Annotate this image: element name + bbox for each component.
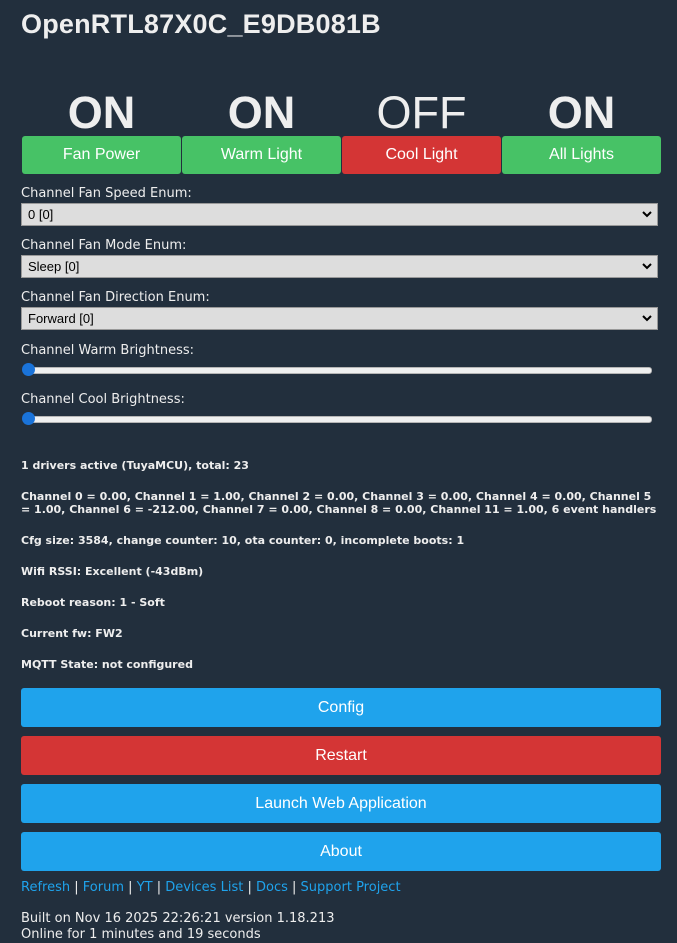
uptime-text: Online for 1 minutes and 19 seconds	[21, 927, 261, 942]
cool-brightness-label: Channel Cool Brightness:	[21, 392, 185, 407]
footer-links: Refresh | Forum | YT | Devices List | Do…	[21, 880, 660, 895]
fan-power-button[interactable]: Fan Power	[22, 136, 181, 174]
cool-light-button[interactable]: Cool Light	[342, 136, 501, 174]
fan-power-state: ON	[67, 87, 136, 138]
drivers-info: 1 drivers active (TuyaMCU), total: 23	[21, 459, 249, 472]
toggle-warm-light: ON Warm Light	[182, 90, 341, 174]
about-button[interactable]: About	[21, 832, 661, 871]
page-title: OpenRTL87X0C_E9DB081B	[21, 9, 381, 39]
mqtt-info: MQTT State: not configured	[21, 658, 193, 671]
support-project-link[interactable]: Support Project	[300, 880, 401, 895]
toggle-fan-power: ON Fan Power	[22, 90, 181, 174]
toggle-all-lights: ON All Lights	[502, 90, 661, 174]
fan-speed-label: Channel Fan Speed Enum:	[21, 186, 192, 201]
link-separator: |	[128, 880, 133, 895]
docs-link[interactable]: Docs	[255, 880, 288, 895]
built-on-text: Built on Nov 16 2025 22:26:21 version 1.…	[21, 911, 335, 926]
chevron-down-icon	[642, 315, 652, 322]
refresh-link[interactable]: Refresh	[21, 880, 71, 895]
all-lights-state: ON	[547, 87, 616, 138]
yt-link[interactable]: YT	[136, 880, 153, 895]
slider-track	[23, 416, 652, 423]
config-button[interactable]: Config	[21, 688, 661, 727]
link-separator: |	[74, 880, 79, 895]
link-separator: |	[292, 880, 297, 895]
status-info: 1 drivers active (TuyaMCU), total: 23 Ch…	[21, 459, 660, 671]
fan-mode-select[interactable]: Sleep [0]	[21, 255, 658, 278]
warm-light-button[interactable]: Warm Light	[182, 136, 341, 174]
channels-info: Channel 0 = 0.00, Channel 1 = 1.00, Chan…	[21, 490, 657, 516]
fan-direction-label: Channel Fan Direction Enum:	[21, 290, 210, 305]
warm-light-state: ON	[227, 87, 296, 138]
warm-brightness-label: Channel Warm Brightness:	[21, 343, 195, 358]
fan-mode-label: Channel Fan Mode Enum:	[21, 238, 187, 253]
fan-direction-value: Forward [0]	[28, 311, 94, 326]
wifi-info: Wifi RSSI: Excellent (-43dBm)	[21, 565, 204, 578]
action-buttons: Config Restart Launch Web Application Ab…	[21, 688, 661, 871]
link-separator: |	[156, 880, 162, 895]
chevron-down-icon	[642, 211, 652, 218]
reboot-info: Reboot reason: 1 - Soft	[21, 596, 165, 609]
build-info: Built on Nov 16 2025 22:26:21 version 1.…	[21, 911, 660, 943]
fw-info: Current fw: FW2	[21, 627, 123, 640]
slider-thumb[interactable]	[22, 363, 35, 376]
fan-direction-select[interactable]: Forward [0]	[21, 307, 658, 330]
cool-light-state: OFF	[376, 87, 467, 138]
fan-mode-value: Sleep [0]	[28, 259, 80, 274]
all-lights-button[interactable]: All Lights	[502, 136, 661, 174]
slider-track	[23, 367, 652, 374]
fan-speed-select[interactable]: 0 [0]	[21, 203, 658, 226]
cfg-info: Cfg size: 3584, change counter: 10, ota …	[21, 534, 465, 547]
warm-brightness-slider[interactable]	[21, 363, 652, 377]
forum-link[interactable]: Forum	[82, 880, 124, 895]
chevron-down-icon	[642, 263, 652, 270]
fan-speed-value: 0 [0]	[28, 207, 54, 222]
slider-thumb[interactable]	[22, 412, 35, 425]
launch-web-app-button[interactable]: Launch Web Application	[21, 784, 661, 823]
link-separator: |	[247, 880, 252, 895]
cool-brightness-slider[interactable]	[21, 412, 652, 426]
devices-list-link[interactable]: Devices List	[165, 880, 244, 895]
toggle-cool-light: OFF Cool Light	[342, 90, 501, 174]
restart-button[interactable]: Restart	[21, 736, 661, 775]
toggle-row: ON Fan Power ON Warm Light OFF Cool Ligh…	[22, 90, 661, 174]
